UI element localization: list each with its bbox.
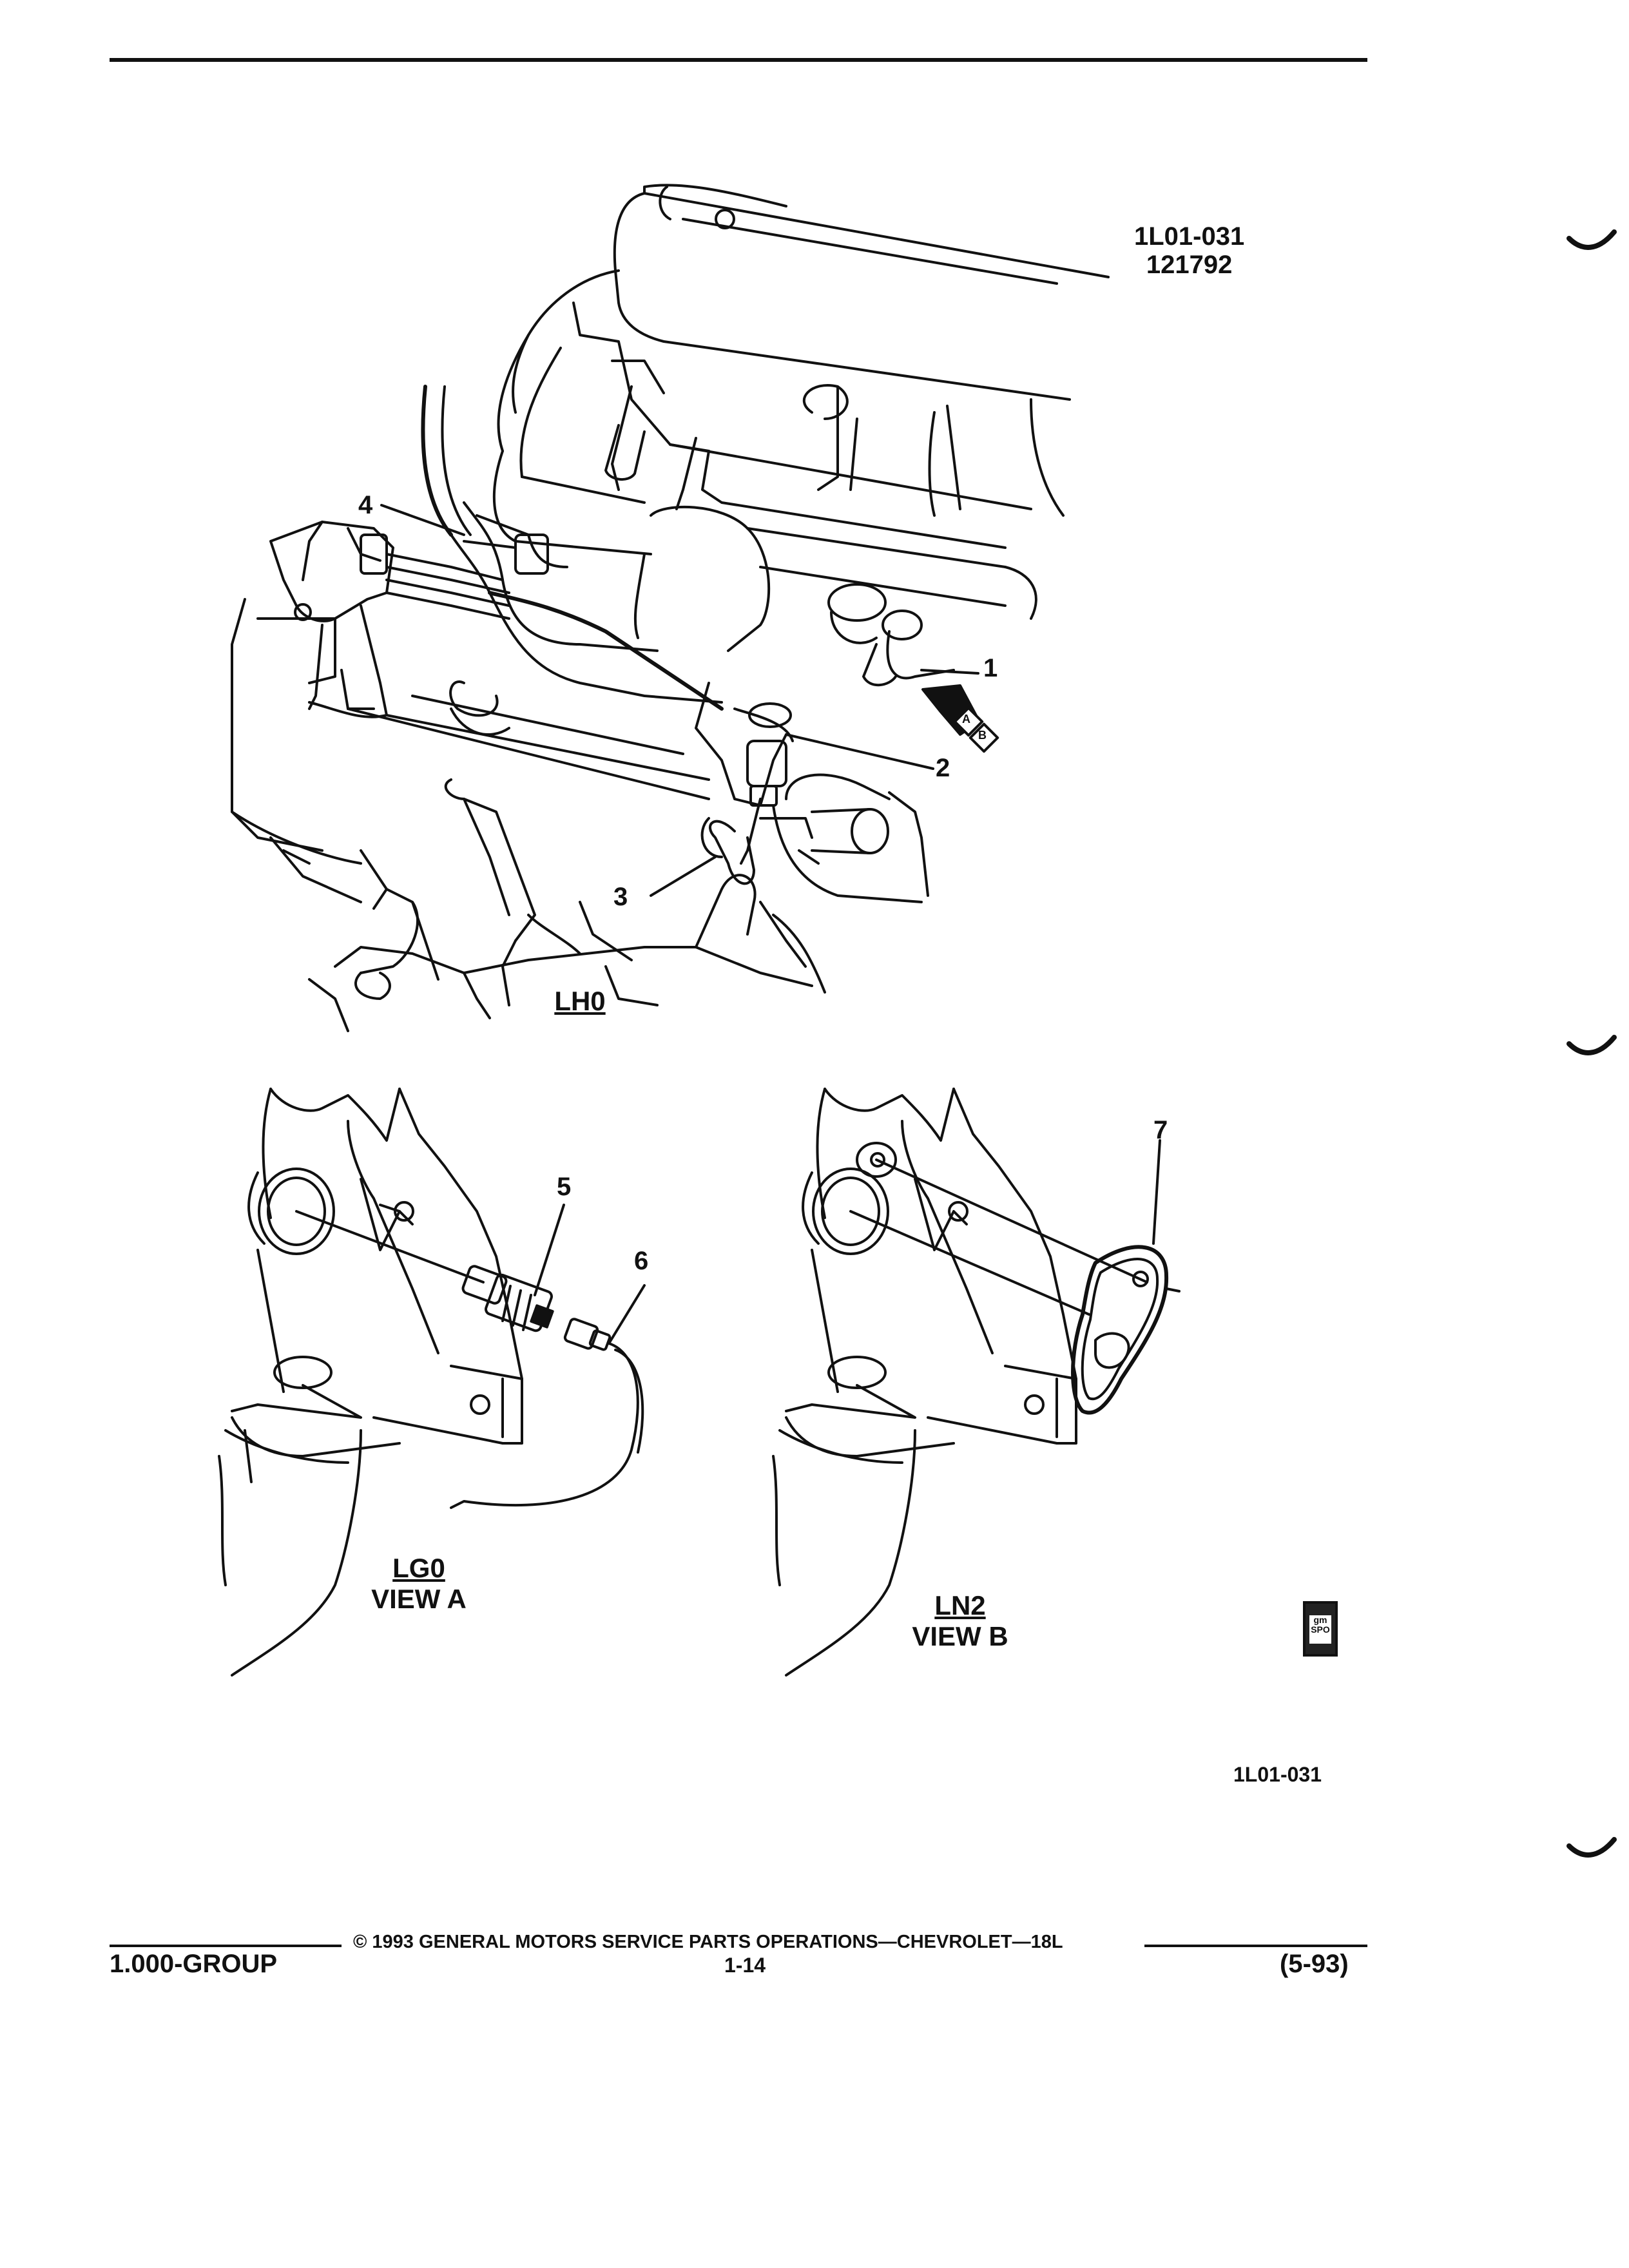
view-b-label: LN2 VIEW B xyxy=(896,1590,1025,1652)
arrow-letter-b: B xyxy=(978,729,987,742)
footer-date: (5-93) xyxy=(1280,1950,1349,1978)
gm-spo-badge-text: gm SPO xyxy=(1309,1615,1331,1644)
footer-copyright: © 1993 GENERAL MOTORS SERVICE PARTS OPER… xyxy=(353,1932,1063,1952)
figure-code-line2: 121792 xyxy=(1146,251,1233,279)
leader-3 xyxy=(650,856,717,897)
binder-mark-top xyxy=(1566,229,1617,250)
view-a-caption: VIEW A xyxy=(371,1584,467,1614)
view-a-label: LG0 VIEW A xyxy=(354,1553,483,1615)
main-view-label: LH0 xyxy=(541,986,619,1017)
view-a-code: LG0 xyxy=(392,1553,445,1583)
figure-code: 1L01-031 121792 xyxy=(1134,222,1244,279)
footer-group: 1.000-GROUP xyxy=(110,1950,278,1978)
view-a-illustration xyxy=(218,1088,646,1677)
leader-5 xyxy=(534,1204,565,1296)
footer-page-number: 1-14 xyxy=(724,1954,766,1977)
figure-bottom-code: 1L01-031 xyxy=(1233,1763,1322,1786)
footer-rule-left xyxy=(110,1945,342,1947)
binder-mark-bottom xyxy=(1566,1837,1617,1858)
leader-6 xyxy=(608,1284,646,1345)
binder-mark-middle xyxy=(1566,1035,1617,1055)
leader-1 xyxy=(920,669,979,675)
callout-4: 4 xyxy=(358,491,373,519)
callout-6: 6 xyxy=(634,1247,649,1275)
leader-2 xyxy=(785,733,934,770)
figure-code-line1: 1L01-031 xyxy=(1134,222,1245,251)
leader-4 xyxy=(380,504,465,536)
callout-7: 7 xyxy=(1153,1116,1168,1144)
callout-5: 5 xyxy=(557,1173,572,1201)
callout-1: 1 xyxy=(983,654,998,682)
gm-spo-badge: gm SPO xyxy=(1303,1601,1338,1657)
callout-3: 3 xyxy=(613,883,628,911)
arrow-letter-a: A xyxy=(962,713,970,726)
view-b-illustration xyxy=(772,1088,1181,1677)
view-b-code: LN2 xyxy=(934,1590,986,1620)
engine-main-view xyxy=(231,184,1110,1032)
main-view-code: LH0 xyxy=(554,986,606,1016)
callout-2: 2 xyxy=(936,754,950,782)
footer-rule-right xyxy=(1144,1945,1367,1947)
view-b-caption: VIEW B xyxy=(912,1621,1008,1651)
leader-7 xyxy=(1152,1139,1161,1245)
top-rule xyxy=(110,58,1367,62)
